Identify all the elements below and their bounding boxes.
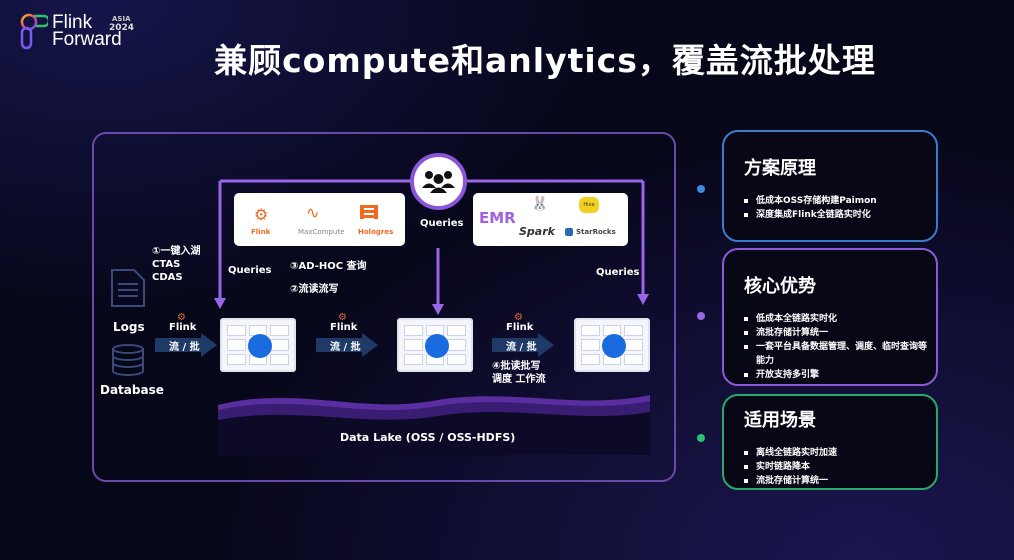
arrow-right-icon xyxy=(155,333,217,357)
stream-batch-label: 流 / 批 xyxy=(330,342,361,353)
step2-text: ②流读流写 xyxy=(290,284,339,295)
flink-engine-icon: ⚙ xyxy=(254,205,269,224)
card-title: 核心优势 xyxy=(744,276,816,297)
maxcompute-icon: ∿ xyxy=(306,203,320,222)
paimon-table-2 xyxy=(397,318,473,372)
queries-label-right: Queries xyxy=(596,267,640,278)
flink-arrow-3: ⚙ Flink 流 / 批 xyxy=(492,312,554,361)
architecture-panel xyxy=(92,132,676,482)
stream-batch-label: 流 / 批 xyxy=(506,342,537,353)
database-icon xyxy=(112,344,144,376)
flink-arrow-1: ⚙ Flink 流 / 批 xyxy=(155,312,217,361)
data-lake-label: Data Lake (OSS / OSS-HDFS) xyxy=(340,431,516,444)
engine-label-hologres: Hologres xyxy=(358,228,394,236)
logo-mark-icon xyxy=(20,13,48,50)
page-title: 兼顾compute和anlytics，覆盖流批处理 xyxy=(214,41,876,80)
spark-logo: Spark xyxy=(519,225,555,238)
stream-batch-label: 流 / 批 xyxy=(169,342,200,353)
starrocks-logo: StarRocks xyxy=(576,228,616,236)
timeline-dot-3 xyxy=(697,434,705,442)
card-item: 一套平台具备数据管理、调度、临时查询等能力 xyxy=(744,340,929,368)
paimon-icon xyxy=(425,334,449,358)
timeline-dot-2 xyxy=(697,312,705,320)
flink-arrow-2: ⚙ Flink 流 / 批 xyxy=(316,312,378,361)
step1-text: ①一键入湖 CTAS CDAS xyxy=(152,245,200,284)
flink-forward-logo: Flink Forward ASIA 2024 xyxy=(18,12,148,52)
card-title: 适用场景 xyxy=(744,410,816,431)
step4-sub: 调度 工作流 xyxy=(492,374,546,385)
hive-logo: Hive xyxy=(579,197,599,213)
engine-label-flink: Flink xyxy=(251,228,271,236)
step4-title: ④批读批写 xyxy=(492,361,541,372)
engine-label-maxcompute: MaxCompute xyxy=(298,228,345,236)
logs-label: Logs xyxy=(113,320,145,334)
card-scenarios: 适用场景 离线全链路实时加速实时链路降本流批存储计算统一 xyxy=(722,394,938,490)
arrow-right-icon xyxy=(492,333,554,357)
card-item: 流批存储计算统一 xyxy=(744,326,929,340)
step1-cdas: CDAS xyxy=(152,272,183,283)
card-advantages: 核心优势 低成本全链路实时化流批存储计算统一一套平台具备数据管理、调度、临时查询… xyxy=(722,248,938,386)
timeline-dot-1 xyxy=(697,185,705,193)
engines-box-right: EMR 🐰 Hive Spark StarRocks xyxy=(473,193,628,246)
step3-text: ③AD-HOC 查询 xyxy=(290,261,367,272)
card-item: 流批存储计算统一 xyxy=(744,474,929,488)
flink-arrow-label: Flink xyxy=(330,322,358,333)
starrocks-icon xyxy=(565,228,573,236)
users-icon xyxy=(422,171,455,193)
card-item: 低成本OSS存储构建Paimon xyxy=(744,194,929,208)
arrow-right-icon xyxy=(316,333,378,357)
step1-ctas: CTAS xyxy=(152,259,181,270)
logo-line1: Flink xyxy=(52,12,93,33)
presto-rabbit-icon: 🐰 xyxy=(531,196,549,212)
logs-file-icon xyxy=(111,269,145,307)
flink-arrow-label: Flink xyxy=(169,322,197,333)
queries-label-left: Queries xyxy=(228,265,272,276)
card-item: 开放支持多引擎 xyxy=(744,368,929,382)
logo-line2: Forward xyxy=(52,29,122,50)
queries-label-center: Queries xyxy=(420,218,464,229)
card-item: 离线全链路实时加速 xyxy=(744,446,929,460)
step1-title: ①一键入湖 xyxy=(152,246,201,257)
logo-region: ASIA xyxy=(112,15,131,23)
card-item: 低成本全链路实时化 xyxy=(744,312,929,326)
users-node xyxy=(410,153,467,210)
flink-arrow-label: Flink xyxy=(506,322,534,333)
card-title: 方案原理 xyxy=(744,158,816,179)
database-label: Database xyxy=(100,383,164,397)
hologres-icon xyxy=(360,205,378,219)
card-item: 深度集成Flink全链路实时化 xyxy=(744,208,929,222)
paimon-table-3 xyxy=(574,318,650,372)
engines-box-left: ⚙ ∿ Flink MaxCompute Hologres xyxy=(234,193,405,246)
paimon-table-1 xyxy=(220,318,296,372)
paimon-icon xyxy=(248,334,272,358)
logo-year: 2024 xyxy=(109,23,135,33)
card-item: 实时链路降本 xyxy=(744,460,929,474)
step4-text: ④批读批写 调度 工作流 xyxy=(492,360,545,386)
paimon-icon xyxy=(602,334,626,358)
emr-label: EMR xyxy=(479,209,516,227)
